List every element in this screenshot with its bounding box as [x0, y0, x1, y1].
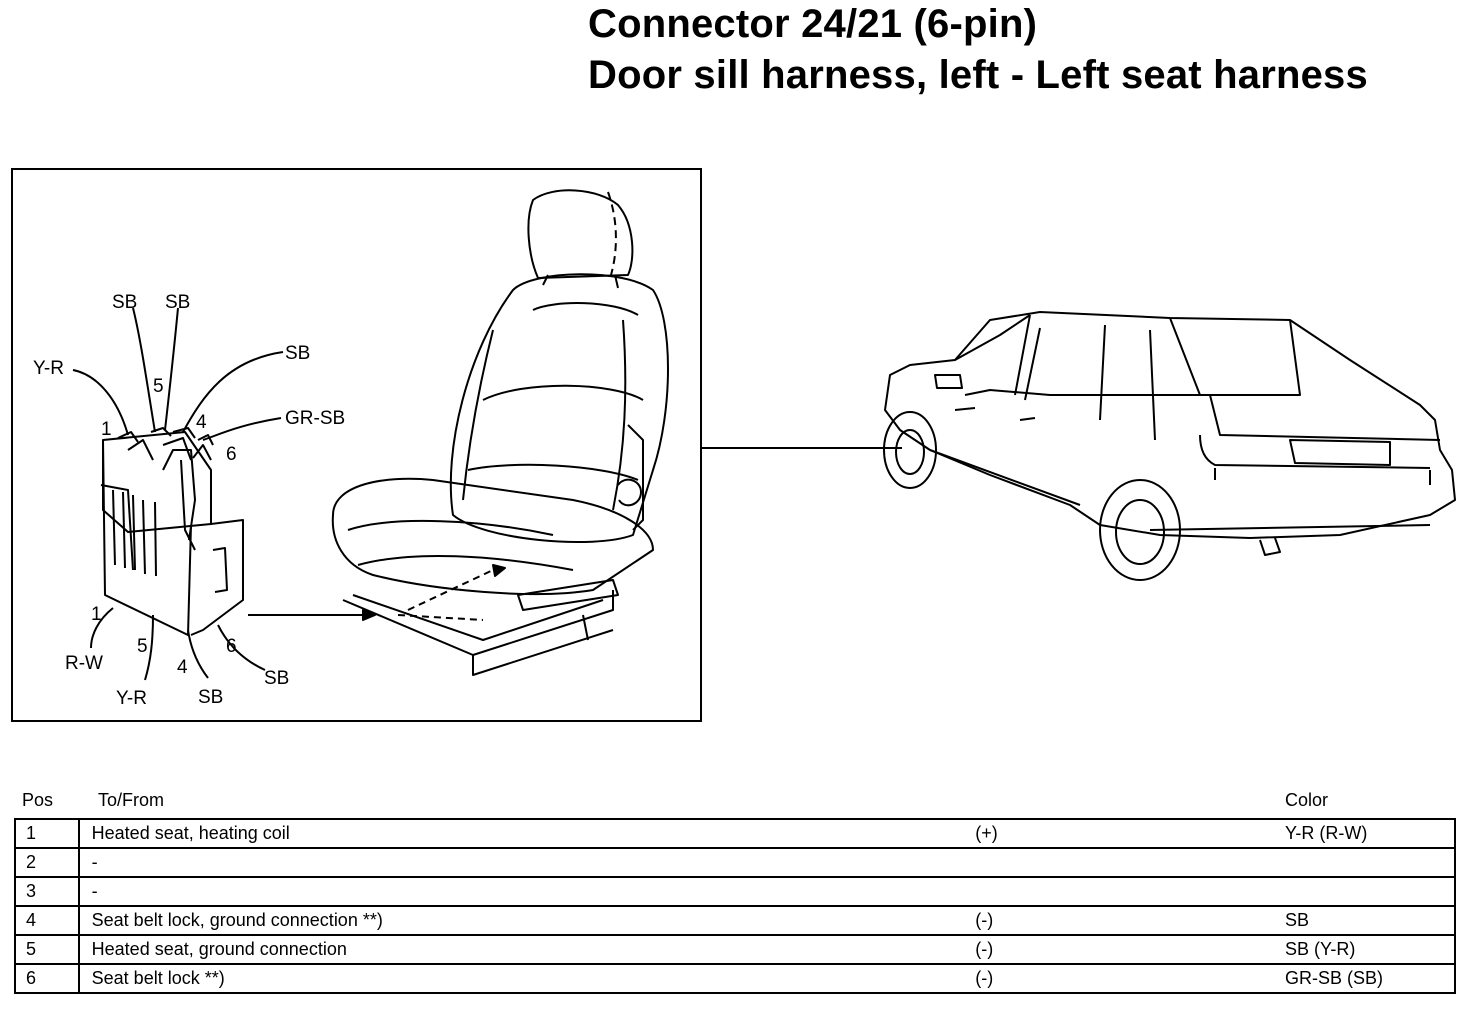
- label-top-sb-b: SB: [165, 292, 190, 313]
- cell-color: Y-R (R-W): [1279, 818, 1456, 849]
- label-bottom-pin1: 1: [91, 604, 102, 625]
- cell-color: SB: [1279, 905, 1456, 936]
- cell-to-from: Seat belt lock, ground connection **): [77, 905, 976, 936]
- label-top-sb-a: SB: [112, 292, 137, 313]
- cell-polarity: (-): [975, 963, 1280, 994]
- cell-polarity: (-): [975, 934, 1280, 965]
- title-connector: Connector 24/21 (6-pin): [588, 2, 1038, 46]
- cell-color: [1279, 847, 1456, 878]
- header-to-from: To/From: [98, 790, 165, 810]
- car-icon: [883, 311, 1456, 581]
- cell-to-from: Heated seat, ground connection: [77, 934, 976, 965]
- table-row: 6 Seat belt lock **) (-) GR-SB (SB): [14, 963, 1456, 994]
- cell-polarity: [975, 847, 1280, 878]
- table-row: 4 Seat belt lock, ground connection **) …: [14, 905, 1456, 936]
- label-bottom-sb-b: SB: [264, 668, 289, 689]
- seat-icon: [331, 189, 669, 676]
- connector-diagram-panel: SB SB Y-R SB GR-SB 5 1 4 6 1 R-W 5 Y-R 4…: [11, 168, 702, 722]
- cell-to-from: Seat belt lock **): [77, 963, 976, 994]
- label-top-pin6: 6: [226, 444, 237, 465]
- label-bottom-yr: Y-R: [116, 688, 147, 709]
- label-top-sb-c: SB: [285, 343, 310, 364]
- connector-and-seat-illustration: SB SB Y-R SB GR-SB 5 1 4 6 1 R-W 5 Y-R 4…: [33, 189, 669, 709]
- pin-table-header: Pos To/From Color: [14, 790, 1458, 816]
- table-row: 2 -: [14, 847, 1456, 878]
- title-harness: Door sill harness, left - Left seat harn…: [588, 53, 1368, 97]
- cell-color: [1279, 876, 1456, 907]
- header-pos: Pos: [22, 790, 54, 810]
- label-bottom-rw: R-W: [65, 653, 103, 674]
- label-top-pin1: 1: [101, 419, 112, 440]
- label-bottom-pin4: 4: [177, 657, 188, 678]
- connector-location-pointer-line: [702, 447, 902, 449]
- cell-polarity: [975, 876, 1280, 907]
- cell-polarity: (+): [975, 818, 1280, 849]
- cell-to-from: -: [77, 847, 976, 878]
- label-top-pin4: 4: [196, 412, 207, 433]
- table-row: 1 Heated seat, heating coil (+) Y-R (R-W…: [14, 818, 1456, 849]
- label-top-gr-sb: GR-SB: [285, 408, 345, 429]
- header-color: Color: [1285, 790, 1329, 810]
- cell-pos: 2: [14, 847, 80, 878]
- pin-assignment-table: 1 Heated seat, heating coil (+) Y-R (R-W…: [14, 818, 1456, 994]
- cell-to-from: -: [77, 876, 976, 907]
- cell-pos: 3: [14, 876, 80, 907]
- label-bottom-sb-a: SB: [198, 687, 223, 708]
- cell-color: SB (Y-R): [1279, 934, 1456, 965]
- cell-polarity: (-): [975, 905, 1280, 936]
- cell-color: GR-SB (SB): [1279, 963, 1456, 994]
- cell-pos: 6: [14, 963, 80, 994]
- label-bottom-pin6: 6: [226, 636, 237, 657]
- table-row: 3 -: [14, 876, 1456, 907]
- connector-icon: [100, 427, 244, 636]
- cell-pos: 5: [14, 934, 80, 965]
- label-top-pin5: 5: [153, 376, 164, 397]
- cell-pos: 1: [14, 818, 80, 849]
- label-bottom-pin5: 5: [137, 636, 148, 657]
- cell-pos: 4: [14, 905, 80, 936]
- table-row: 5 Heated seat, ground connection (-) SB …: [14, 934, 1456, 965]
- cell-to-from: Heated seat, heating coil: [77, 818, 976, 849]
- label-top-yr: Y-R: [33, 358, 64, 379]
